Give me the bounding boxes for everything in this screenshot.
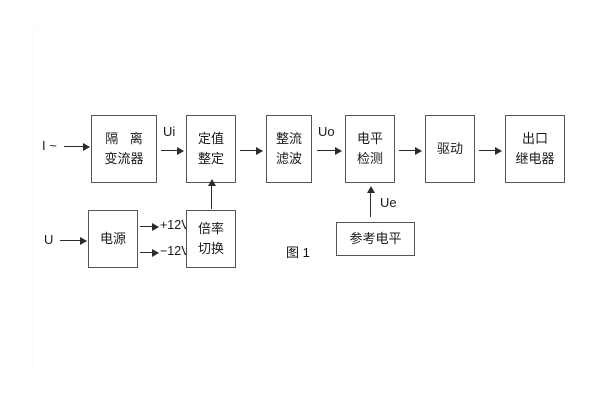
input-label-voltage: U xyxy=(44,232,54,247)
arrow-current-to-isolation xyxy=(64,142,90,151)
block-output-relay[interactable]: 出口 继电器 xyxy=(505,115,565,183)
arrow-drive-to-relay xyxy=(479,146,502,155)
block-output-relay-line2: 继电器 xyxy=(515,151,555,166)
arrow-level-to-drive xyxy=(399,146,422,155)
block-output-relay-line1: 出口 xyxy=(521,131,548,147)
arrow-rail-positive xyxy=(140,222,159,231)
block-level-detect-line2: 检测 xyxy=(356,151,383,166)
arrow-reference-to-level xyxy=(366,186,375,217)
block-rectify-filter[interactable]: 整流 滤波 xyxy=(266,115,312,183)
arrow-setting-to-rectify xyxy=(240,146,263,155)
block-level-detect[interactable]: 电平 检测 xyxy=(345,115,395,183)
block-isolation-ct-line1: 隔 离 xyxy=(105,131,147,147)
block-setting-value-line2: 整定 xyxy=(197,151,224,166)
arrow-rectify-to-level xyxy=(317,146,342,155)
input-label-current: I ~ xyxy=(42,138,57,153)
block-rectify-filter-line1: 整流 xyxy=(275,131,302,147)
arrow-voltage-to-power xyxy=(60,236,87,245)
arrow-multiplier-to-setting xyxy=(207,179,216,209)
figure-caption: 图 1 xyxy=(286,245,310,260)
rail-label-positive: +12V xyxy=(160,218,190,232)
block-setting-value[interactable]: 定值 整定 xyxy=(186,115,236,183)
block-setting-value-line1: 定值 xyxy=(197,131,224,147)
block-power-supply-line1: 电源 xyxy=(99,231,126,247)
block-multiplier-switch-line2: 切换 xyxy=(197,241,224,256)
rail-label-negative: −12V xyxy=(160,244,190,258)
block-drive-line1: 驱动 xyxy=(436,141,463,157)
block-isolation-ct[interactable]: 隔 离 变流器 xyxy=(91,115,157,183)
block-power-supply[interactable]: 电源 xyxy=(88,210,138,268)
block-reference-level[interactable]: 参考电平 xyxy=(336,222,415,256)
diagram-panel xyxy=(32,28,569,373)
block-multiplier-switch[interactable]: 倍率 切换 xyxy=(186,210,236,268)
block-drive[interactable]: 驱动 xyxy=(425,115,475,183)
block-rectify-filter-line2: 滤波 xyxy=(275,151,302,166)
block-reference-level-line1: 参考电平 xyxy=(349,231,402,247)
signal-label-ue: Ue xyxy=(380,195,397,210)
arrow-isolation-to-setting xyxy=(161,146,184,155)
arrow-rail-negative xyxy=(140,248,159,257)
block-level-detect-line1: 电平 xyxy=(356,131,383,147)
signal-label-ui: Ui xyxy=(163,124,176,139)
block-isolation-ct-line2: 变流器 xyxy=(104,151,144,166)
signal-label-uo: Uo xyxy=(318,124,335,139)
block-multiplier-switch-line1: 倍率 xyxy=(197,221,224,237)
